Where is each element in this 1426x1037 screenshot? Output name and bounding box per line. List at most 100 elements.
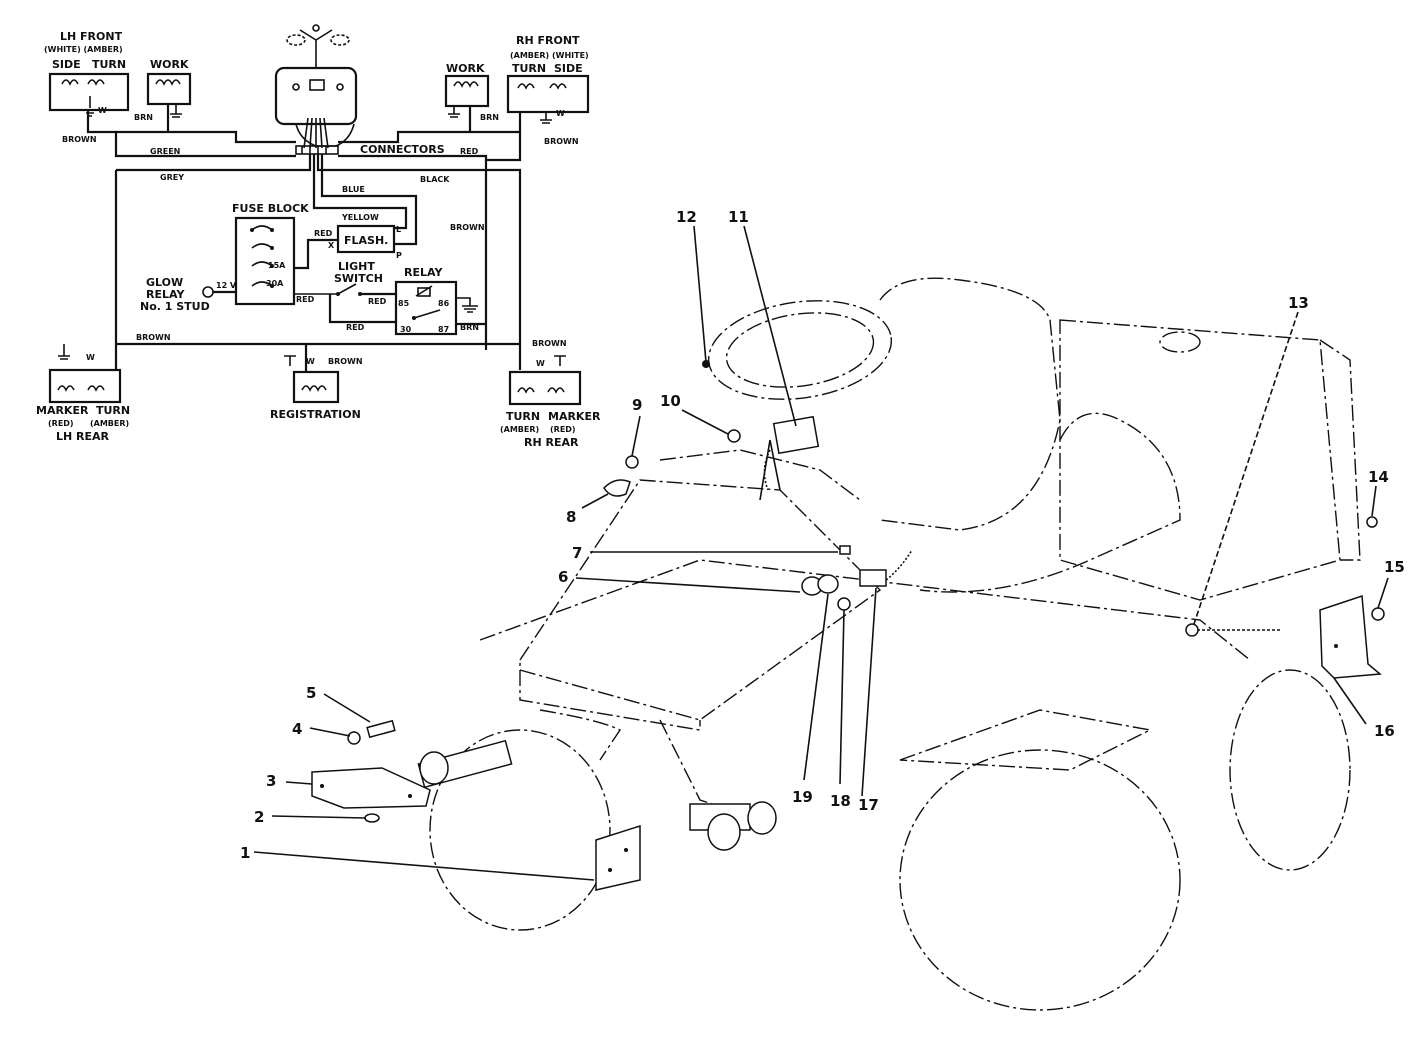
rear-wheel-right [1229, 669, 1351, 871]
lh-front-left: SIDE [52, 58, 81, 71]
wire-brown-rhr: BROWN [532, 339, 567, 348]
wire-yellow: YELLOW [341, 213, 379, 222]
callout-16: 16 [1374, 722, 1395, 740]
lh-rear-right-sub: (AMBER) [90, 419, 129, 428]
callout-3: 3 [266, 772, 276, 790]
callout-6: 6 [558, 568, 568, 586]
wire-red-top: RED [460, 147, 479, 156]
glow-line3: No. 1 STUD [140, 300, 210, 313]
callout-15: 15 [1384, 558, 1405, 576]
wire-blue: BLUE [342, 185, 365, 194]
rh-rear-lamp: W TURN MARKER (AMBER) (RED) RH REAR [500, 355, 601, 449]
callout-17: 17 [858, 796, 879, 814]
rh-rear-right: MARKER [548, 410, 601, 423]
callout-8: 8 [566, 508, 576, 526]
callout-2: 2 [254, 808, 264, 826]
registration-lamp: W BROWN REGISTRATION [270, 355, 363, 421]
work-left-label: WORK [150, 58, 189, 71]
wire-red-sw: RED [368, 297, 387, 306]
rh-rear-title: RH REAR [524, 436, 579, 449]
wire-brown-rhf: BROWN [544, 137, 579, 146]
fuse-block: FUSE BLOCK 15A 30A [232, 202, 309, 306]
callout-18: 18 [830, 792, 851, 810]
schematic: LH FRONT (WHITE) (AMBER) SIDE TURN W WOR… [36, 24, 601, 449]
mower-illustration [311, 277, 1385, 1011]
lh-rear-right: TURN [96, 404, 130, 417]
relay: RELAY 85 86 30 87 BRN [394, 266, 486, 336]
lh-rear-left-sub: (RED) [48, 419, 74, 428]
relay-label: RELAY [404, 266, 443, 279]
part-16-bracket [1319, 594, 1382, 679]
callout-9: 9 [632, 396, 642, 414]
seat [879, 277, 1061, 531]
glow-line1: GLOW [146, 276, 183, 289]
lh-front-sub: (WHITE) (AMBER) [44, 45, 123, 54]
light-switch-line1: LIGHT [338, 260, 375, 273]
wire-brown-mid: BROWN [450, 223, 485, 232]
callout-13: 13 [1288, 294, 1309, 312]
rh-rear-right-sub: (RED) [550, 425, 576, 434]
registration-label: REGISTRATION [270, 408, 361, 421]
work-left-brn: BRN [134, 113, 153, 122]
harness-wires [86, 104, 522, 372]
work-right-label: WORK [446, 62, 485, 75]
rh-front-title: RH FRONT [516, 34, 580, 47]
fuse-block-label: FUSE BLOCK [232, 202, 309, 215]
wire-grey: GREY [160, 173, 184, 182]
rear-panel [1059, 319, 1341, 601]
callout-10: 10 [660, 392, 681, 410]
fuse-15a: 15A [268, 261, 286, 270]
flasher-x: X [328, 241, 335, 250]
relay-85: 85 [398, 299, 410, 308]
wire-brown-lhf: BROWN [62, 135, 97, 144]
part-3-bracket [311, 767, 431, 809]
callout-11: 11 [728, 208, 749, 226]
flasher-l: L [396, 225, 401, 234]
callout-14: 14 [1368, 468, 1389, 486]
lh-front-lamp: LH FRONT (WHITE) (AMBER) SIDE TURN W [44, 30, 130, 117]
rh-front-right: SIDE [554, 62, 583, 75]
callout-1: 1 [240, 844, 250, 862]
wire-green: GREEN [150, 147, 180, 156]
flasher: FLASH. X L P RED [294, 224, 402, 270]
work-lamp-right: WORK BRN [444, 62, 499, 122]
relay-30: 30 [400, 325, 412, 334]
lh-rear-left: MARKER [36, 404, 89, 417]
glow-line2: RELAY [146, 288, 185, 301]
glow-volt: 12 V [216, 281, 237, 290]
rh-front-left: TURN [512, 62, 546, 75]
light-switch-line2: SWITCH [334, 272, 383, 285]
lh-front-title: LH FRONT [60, 30, 123, 43]
callout-7: 7 [572, 544, 582, 562]
callout-5: 5 [306, 684, 316, 702]
lh-front-right: TURN [92, 58, 126, 71]
wire-red-flasher: RED [314, 229, 333, 238]
wire-brn-relay: BRN [460, 323, 479, 332]
flasher-p: P [396, 251, 402, 260]
wire-black: BLACK [420, 175, 450, 184]
rear-wheel-left [899, 749, 1181, 1011]
relay-86: 86 [438, 299, 450, 308]
ground-w-label: W [306, 357, 315, 366]
callouts: 1 2 3 4 5 6 7 8 9 10 11 12 13 14 15 16 1… [240, 208, 1405, 881]
callout-12: 12 [676, 208, 697, 226]
steering-wheel [707, 300, 893, 400]
rh-front-lamp: RH FRONT (AMBER) (WHITE) TURN SIDE W [506, 34, 590, 124]
wire-red-relay: RED [346, 323, 365, 332]
rh-front-sub: (AMBER) (WHITE) [510, 51, 589, 60]
flasher-label: FLASH. [344, 234, 388, 247]
wire-brown-reg: BROWN [328, 357, 363, 366]
ground-w-label: W [536, 359, 545, 368]
lh-rear-lamp: W MARKER TURN (RED) (AMBER) LH REAR [36, 344, 130, 443]
lh-rear-title: LH REAR [56, 430, 110, 443]
ground-w-label: W [86, 353, 95, 362]
part-1-bracket [595, 824, 641, 891]
light-switch: LIGHT SWITCH RED RED RED [294, 260, 396, 332]
fuse-30a: 30A [266, 279, 284, 288]
ground-w-label: W [98, 106, 107, 115]
front-wheel [429, 729, 611, 931]
callout-4: 4 [292, 720, 302, 738]
ground-w-label: W [556, 109, 565, 118]
callout-19: 19 [792, 788, 813, 806]
